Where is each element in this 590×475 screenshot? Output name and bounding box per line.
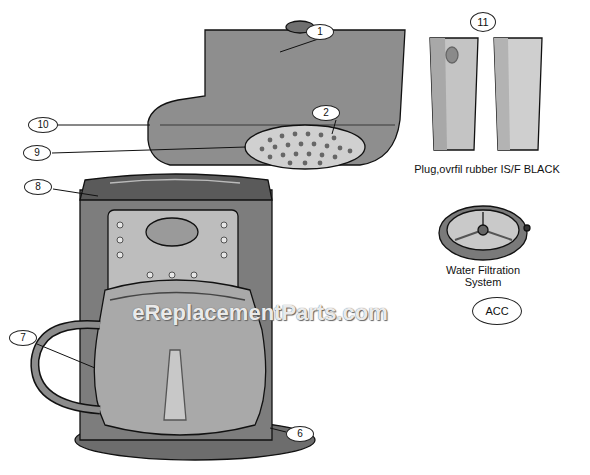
callout-text: 11 [477, 17, 488, 28]
callout-number: 1 [306, 24, 334, 40]
callout-number: 8 [24, 179, 52, 195]
callout-number: 2 [312, 105, 340, 121]
callout-text: 10 [37, 120, 48, 130]
callout-text: 2 [323, 108, 329, 118]
callout-number: 6 [286, 426, 314, 442]
callout-text: 8 [35, 182, 41, 192]
callout-text: 7 [20, 333, 26, 343]
callout-number: 10 [28, 117, 58, 133]
part-label: Water Filtration System [428, 264, 538, 288]
callout-text: ACC [485, 306, 508, 317]
part-label: Plug,ovrfil rubber IS/F BLACK [397, 163, 577, 175]
callout-number: 7 [9, 330, 37, 346]
callout-number: 9 [23, 145, 51, 161]
callout-number: 11 [470, 12, 496, 32]
accessory-oval: ACC [472, 297, 522, 325]
callout-text: 1 [317, 27, 323, 37]
callout-text: 9 [34, 148, 40, 158]
watermark: eReplacementParts.com [100, 300, 420, 326]
callout-text: 6 [297, 429, 303, 439]
